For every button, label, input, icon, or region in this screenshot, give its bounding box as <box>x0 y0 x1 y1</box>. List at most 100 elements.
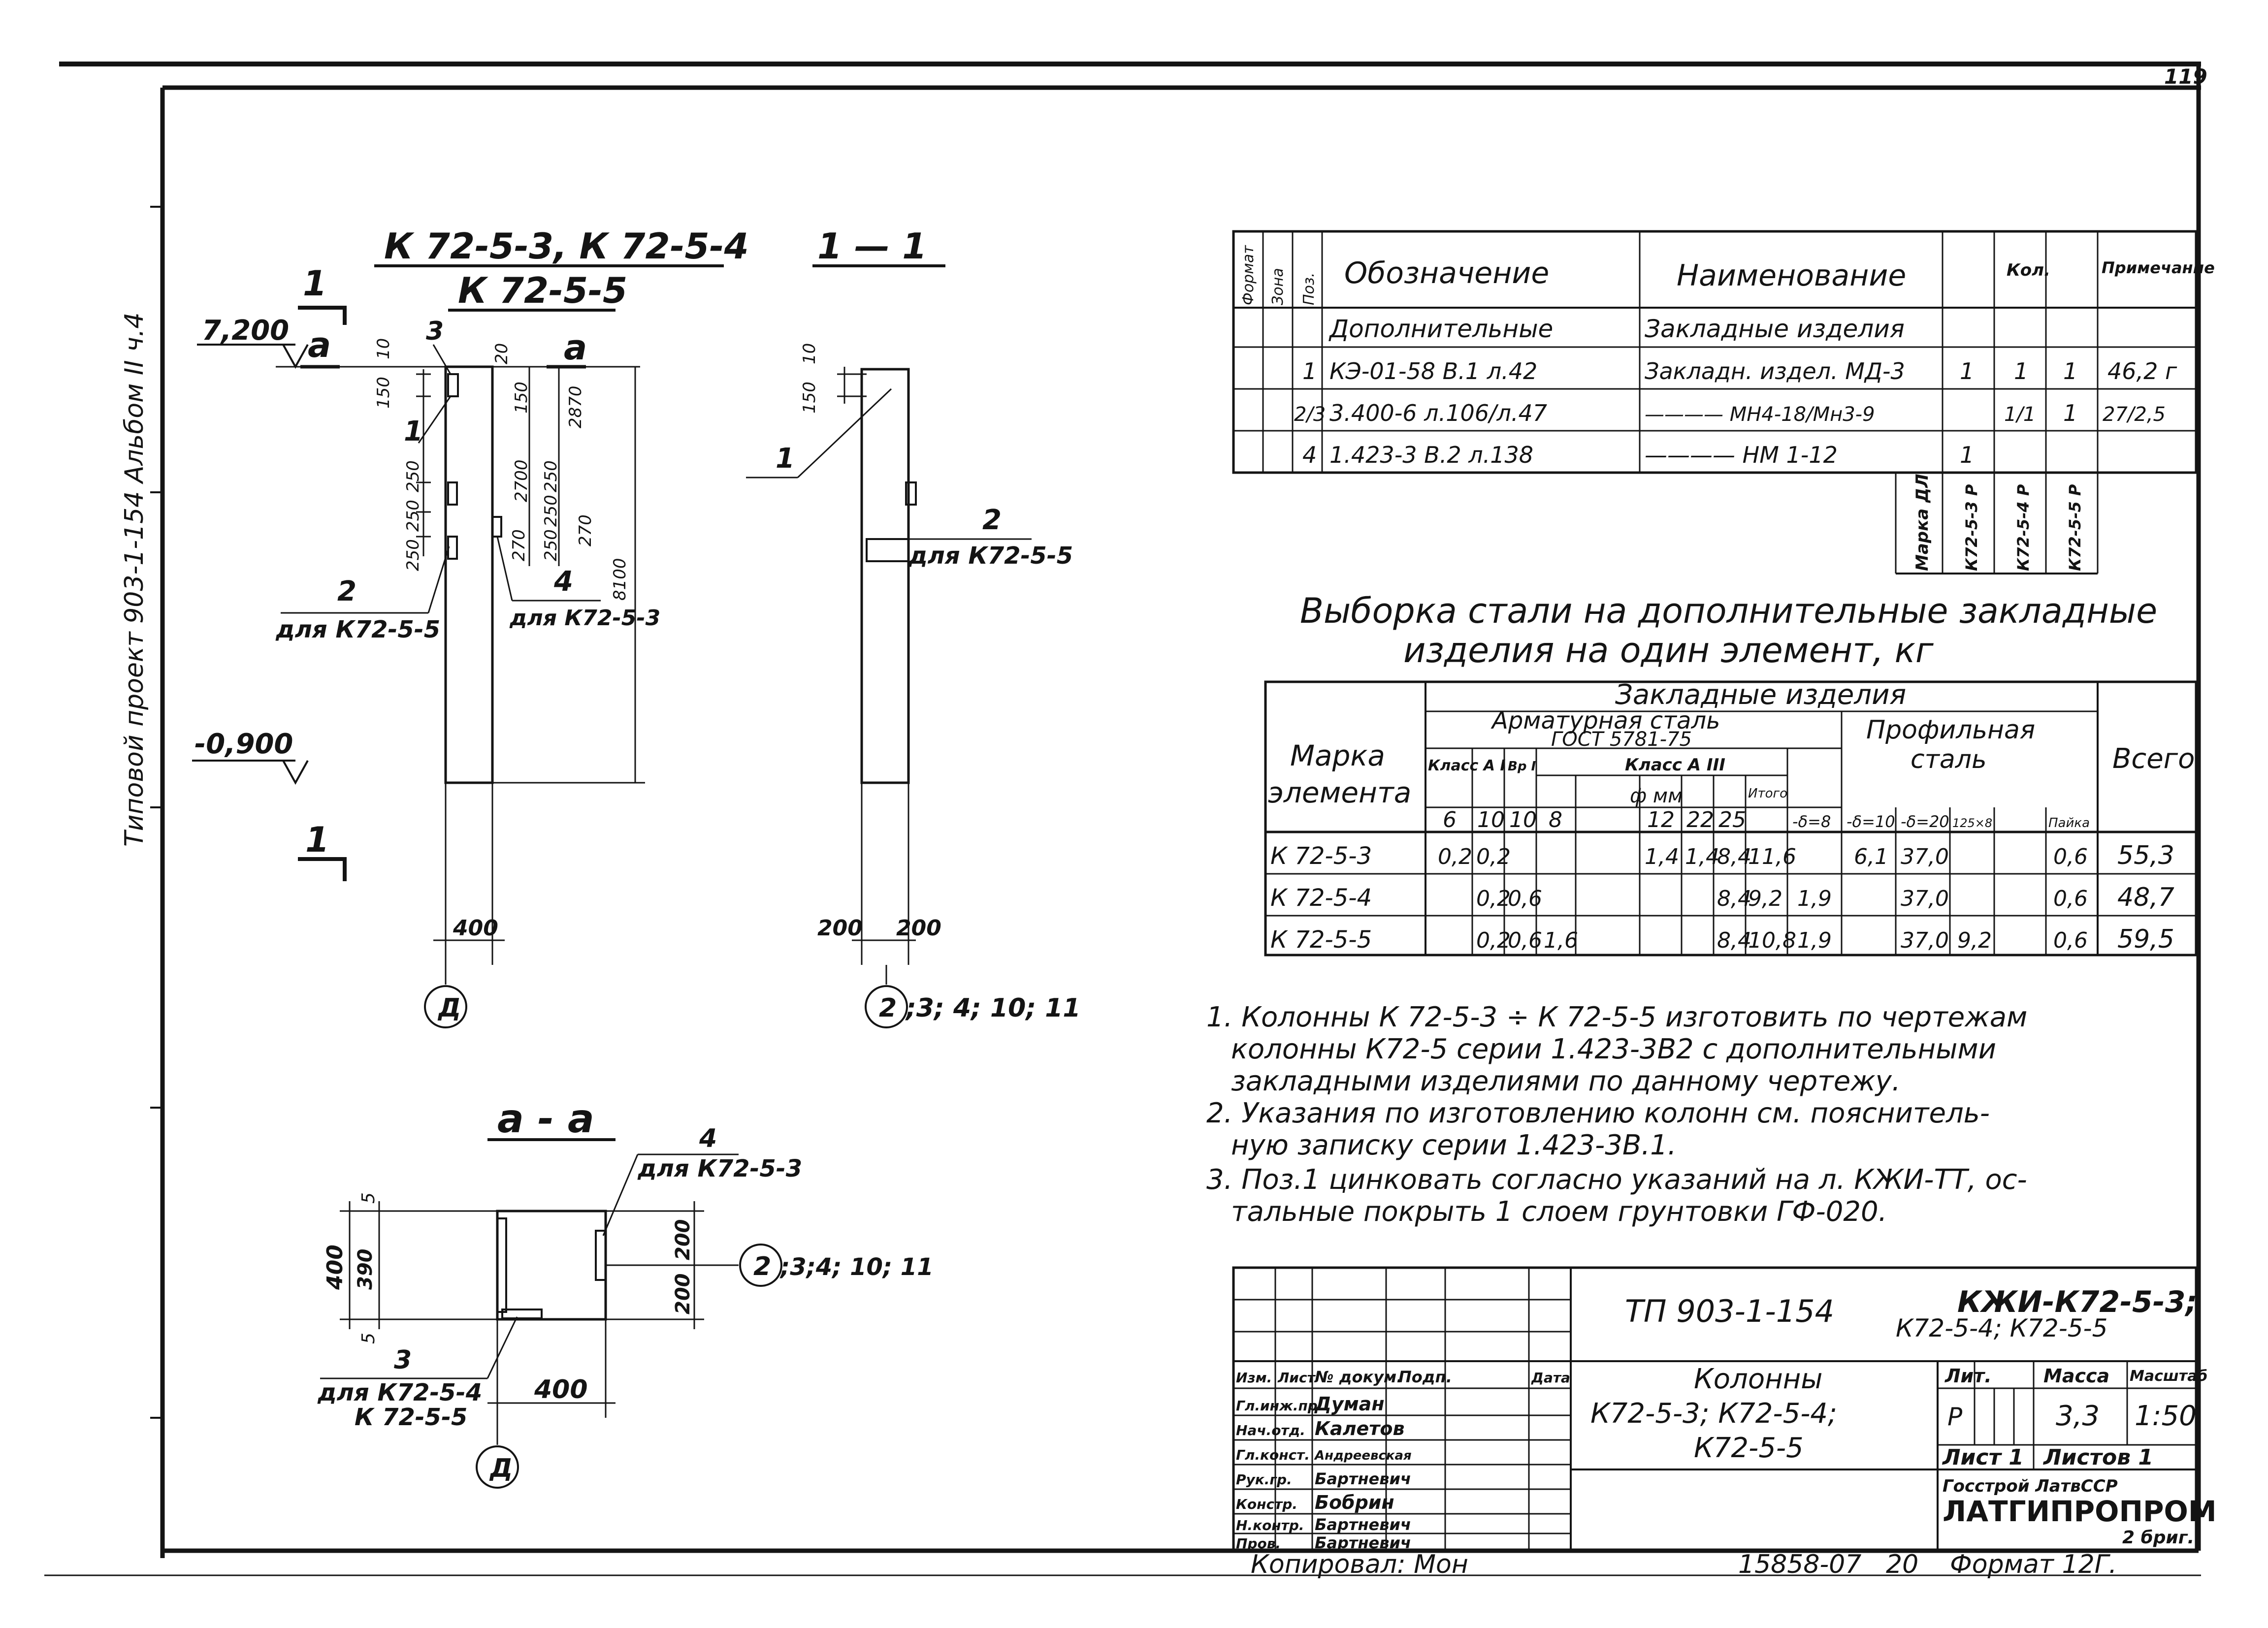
steel-cell: К 72-5-4 <box>1270 884 1372 912</box>
steel-col: 10 <box>1477 807 1505 832</box>
tb-project: ТП 903-1-154 <box>1625 1293 1834 1329</box>
steel-row: К 72-5-3 0,2 0,2 1,4 1,4 8,4 11,6 6,1 37… <box>1270 841 2174 870</box>
steel-cell: 9,2 <box>1748 886 1782 911</box>
level-top: 7,200 <box>202 315 289 347</box>
footer-format: Формат 12Г. <box>1950 1550 2117 1579</box>
sec11-dim-left: 200 <box>817 916 863 941</box>
tb-col-header: Изм. <box>1236 1370 1272 1386</box>
tb-scale-label: Масштаб <box>2130 1368 2207 1385</box>
steel-col: Итого <box>1748 786 1787 801</box>
spec-h-pos: Поз. <box>1300 273 1318 305</box>
spec-cell: ———— НМ 1-12 <box>1645 442 1838 468</box>
dim-2870: 2870 <box>566 385 585 428</box>
steel-cell: 0,2 <box>1438 844 1472 869</box>
steel-cell: 0,6 <box>2053 928 2088 953</box>
elev-axis-label: Д <box>437 993 461 1023</box>
spec-cell: 2/3 <box>1294 403 1326 426</box>
steel-cell: 55,3 <box>2117 841 2174 870</box>
note-line: ную записку серии 1.423-3В.1. <box>1231 1129 1677 1161</box>
tb-staff-row: Гл.инж.пр. Думан <box>1236 1393 1385 1415</box>
tb-staff-name: Калетов <box>1315 1418 1405 1439</box>
section-a-a: а - а 4 для К72-5-3 3 для К72-5-4 К 72-5… <box>317 1096 934 1489</box>
dim-3: 3 <box>426 317 444 346</box>
tb-staff-role: Рук.гр. <box>1236 1471 1292 1488</box>
steel-col: 8 <box>1549 807 1562 832</box>
tb-staff-row: Констр. Бобрин <box>1236 1492 1394 1513</box>
tb-org-2: ЛАТГИПРОПРОМ <box>1943 1495 2217 1528</box>
steel-cell: 11,6 <box>1748 844 1796 869</box>
spec-cell: Закладн. издел. МД-3 <box>1645 358 1905 384</box>
tb-staff-name: Бобрин <box>1315 1492 1394 1513</box>
note-line: колонны К72-5 серии 1.423-3В2 с дополнит… <box>1231 1033 1996 1065</box>
sec11-pos-1: 1 <box>776 443 795 475</box>
aa-dim-5b: 5 <box>358 1333 379 1344</box>
tb-staff-name: Бартневич <box>1315 1533 1411 1552</box>
notes: 1. Колонны К 72-5-3 ÷ К 72-5-5 изготовит… <box>1206 1001 2027 1228</box>
dim-250d: 250 <box>541 460 561 492</box>
steel-cell: 37,0 <box>1901 844 1949 869</box>
steel-col: 25 <box>1718 807 1746 832</box>
steel-cell: 0,6 <box>1508 886 1542 911</box>
note-line: 3. Поз.1 цинковать согласно указаний на … <box>1206 1164 2027 1196</box>
tb-mass-value: 3,3 <box>2056 1400 2100 1432</box>
steel-h-class-a1: Класс А I <box>1428 757 1506 774</box>
title-block: ТП 903-1-154 КЖИ-К72-5-3; К72-5-4; К72-5… <box>1232 1266 2217 1552</box>
spec-cell: 1 <box>2014 358 2028 384</box>
aa-dim-400-h: 400 <box>534 1375 588 1405</box>
dim-250e: 250 <box>541 495 561 527</box>
steel-col: -δ=8 <box>1792 812 1831 831</box>
steel-cell: К 72-5-5 <box>1270 926 1372 954</box>
footer-20: 20 <box>1886 1550 1918 1579</box>
steel-title-1: Выборка стали на дополнительные закладны… <box>1300 591 2157 631</box>
page-number: 119 <box>2164 64 2207 89</box>
section-11-title: 1 — 1 <box>817 225 927 267</box>
steel-col: -δ=20 <box>1901 812 1949 831</box>
spec-cell: 1 <box>1302 358 1317 384</box>
spec-marka-value: К72-5-4 Р <box>2014 484 2033 571</box>
steel-h-armature-2: ГОСТ 5781-75 <box>1551 728 1692 751</box>
spec-h-name: Наименование <box>1677 258 1906 293</box>
tb-staff-row: Пров. Бартневич <box>1236 1533 1411 1552</box>
elev-pos-4-note: для К72-5-3 <box>509 606 660 631</box>
steel-row: К 72-5-5 0,2 0,6 1,6 8,4 10,8 1,9 37,0 9… <box>1270 925 2174 954</box>
tb-name-3: К72-5-5 <box>1694 1432 1804 1464</box>
sec11-axis: 2 <box>879 993 897 1023</box>
dim-150: 150 <box>374 377 393 409</box>
tb-staff-role: Гл.инж.пр. <box>1236 1398 1323 1414</box>
tb-col-header: Подп. <box>1398 1368 1452 1386</box>
aa-dim-390: 390 <box>354 1249 377 1290</box>
steel-h-marka-1: Марка <box>1290 739 1385 772</box>
spec-cell: 4 <box>1302 442 1317 468</box>
sheet-frame <box>44 62 2201 1576</box>
steel-cell: 37,0 <box>1901 886 1949 911</box>
steel-h-class-a3: Класс А III <box>1625 755 1725 775</box>
aa-dim-200b: 200 <box>672 1274 694 1315</box>
spec-section-left: Дополнительные <box>1328 315 1553 343</box>
elev-pos-2: 2 <box>337 575 356 607</box>
column-elevation: К 72-5-3, К 72-5-4 К 72-5-5 1 1 7,200 -0… <box>192 225 749 1028</box>
spec-h-designation: Обозначение <box>1344 256 1549 290</box>
dim-150b: 150 <box>512 382 531 414</box>
aa-axis-bottom: Д <box>489 1454 513 1483</box>
steel-cell: 59,5 <box>2117 925 2174 954</box>
dim-270b: 270 <box>509 529 529 561</box>
steel-cell: 8,4 <box>1717 844 1751 869</box>
cut-mark-left: а <box>308 325 331 365</box>
spec-marka-value: К72-5-3 Р <box>1962 484 1981 571</box>
steel-cell: 1,9 <box>1797 886 1832 911</box>
dim-250a: 250 <box>403 460 423 492</box>
steel-h-marka-2: элемента <box>1268 776 1411 809</box>
spec-row: 2/3 3.400-6 л.106/л.47 ———— МН4-18/Мн3-9… <box>1294 400 2166 426</box>
tb-name-1: Колонны <box>1694 1363 1823 1395</box>
tb-staff-row: Рук.гр. Бартневич <box>1236 1469 1411 1488</box>
steel-col: Пайка <box>2048 816 2090 830</box>
steel-col: 10 <box>1509 807 1537 832</box>
spec-cell: 46,2 г <box>2107 358 2177 384</box>
note-line: тальные покрыть 1 слоем грунтовки ГФ-020… <box>1231 1196 1887 1228</box>
sec11-dim-right: 200 <box>896 916 941 941</box>
dim-270: 270 <box>576 514 595 546</box>
aa-axis-right: 2 <box>753 1252 771 1281</box>
steel-row: К 72-5-4 0,2 0,6 8,4 9,2 1,9 37,0 0,6 48… <box>1270 883 2174 912</box>
aa-dim-5a: 5 <box>358 1192 379 1204</box>
